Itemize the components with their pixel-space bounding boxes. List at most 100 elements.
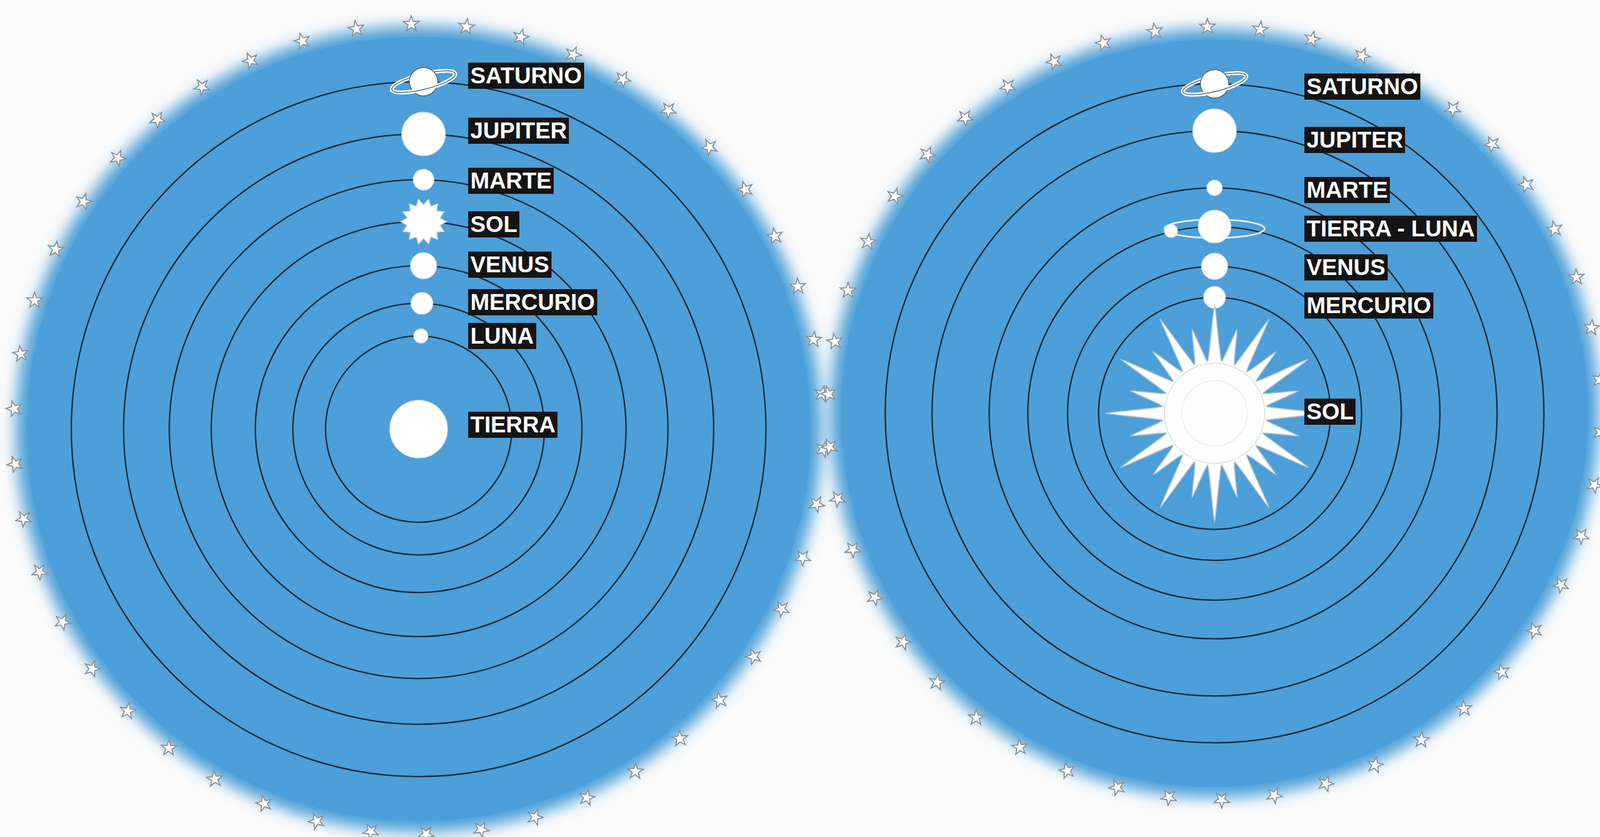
fixed-star — [829, 491, 845, 507]
sun-symbol — [400, 199, 447, 244]
sun-symbol — [1164, 363, 1265, 464]
fixed-star — [968, 709, 985, 725]
fixed-star — [1568, 268, 1585, 285]
planet-label: JUPITER — [1304, 126, 1406, 153]
fixed-star — [15, 511, 32, 527]
planet — [1206, 180, 1223, 196]
fixed-star — [293, 33, 309, 49]
fixed-star — [867, 590, 883, 606]
sky-disk — [830, 28, 1599, 798]
fixed-star — [887, 188, 903, 205]
fixed-star — [1546, 221, 1562, 237]
fixed-star — [1095, 35, 1111, 52]
orbit — [885, 83, 1544, 743]
planet-label: MARTE — [468, 167, 554, 194]
fixed-star — [418, 827, 434, 837]
fixed-star — [76, 193, 92, 210]
fixed-star — [806, 330, 822, 347]
fixed-star — [1058, 762, 1075, 778]
fixed-star — [242, 52, 258, 69]
planet — [411, 292, 433, 315]
fixed-star — [820, 385, 836, 402]
fixed-star — [255, 795, 272, 811]
fixed-star — [766, 228, 782, 244]
orbit — [211, 221, 627, 637]
planet-label: JUPITER — [468, 117, 569, 144]
fixed-star — [120, 702, 136, 719]
orbit — [989, 187, 1440, 639]
fixed-star — [566, 46, 582, 63]
sky-disk — [15, 26, 822, 832]
planet-label: SATURNO — [468, 62, 585, 89]
fixed-star — [458, 18, 475, 34]
fixed-star — [860, 233, 876, 249]
fixed-star — [347, 20, 364, 36]
fixed-star — [579, 789, 596, 805]
fixed-star — [1304, 31, 1321, 47]
fixed-star — [1493, 663, 1510, 679]
fixed-star — [1319, 775, 1334, 792]
planet — [389, 400, 448, 458]
fixed-star — [48, 241, 64, 257]
sun-symbol — [1105, 304, 1324, 523]
fixed-star — [773, 601, 789, 617]
fixed-star — [789, 278, 806, 294]
fixed-star — [85, 660, 101, 677]
fixed-star — [711, 691, 727, 708]
fixed-star — [671, 730, 688, 746]
fixed-star — [1160, 789, 1176, 806]
fixed-star — [1594, 424, 1600, 440]
orbit — [71, 81, 766, 777]
planet — [1192, 108, 1237, 153]
fixed-star — [844, 542, 861, 558]
fixed-star — [627, 763, 643, 779]
orbit — [123, 133, 714, 725]
geocentric-model — [5, 15, 832, 837]
fixed-star — [7, 456, 23, 472]
fixed-star — [929, 673, 946, 690]
fixed-star — [1586, 477, 1600, 494]
planet-label: VENUS — [468, 251, 552, 278]
orbit — [169, 179, 668, 679]
sky-disk — [841, 39, 1589, 787]
planet-label: MARTE — [1304, 176, 1390, 203]
fixed-star — [1108, 779, 1125, 795]
sun-symbol — [1181, 380, 1248, 446]
fixed-star — [528, 808, 543, 825]
fixed-star — [206, 770, 222, 787]
fixed-star — [308, 813, 324, 829]
planet — [1164, 224, 1178, 238]
planet-label: SOL — [1304, 398, 1356, 425]
fixed-star — [161, 739, 177, 755]
fixed-star — [1000, 80, 1016, 96]
fixed-star — [12, 345, 28, 361]
orbit — [1098, 297, 1331, 530]
fixed-star — [1266, 787, 1283, 803]
planet-label: MERCURIO — [1304, 292, 1434, 318]
fixed-star — [821, 439, 837, 455]
planet — [410, 252, 437, 279]
planet-label: SATURNO — [1304, 73, 1421, 100]
fixed-star — [1444, 102, 1461, 118]
fixed-star — [513, 29, 530, 45]
fixed-star — [660, 103, 677, 119]
fixed-star — [32, 564, 48, 580]
saturn-symbol — [388, 59, 459, 103]
fixed-star — [26, 292, 43, 308]
fixed-star — [1592, 371, 1600, 388]
fixed-star — [794, 550, 811, 566]
fixed-star — [55, 614, 71, 630]
fixed-star — [920, 146, 936, 163]
planet-label: TIERRA — [468, 411, 558, 438]
fixed-star — [149, 112, 165, 128]
fixed-star — [1199, 18, 1216, 34]
planet — [413, 328, 428, 343]
fixed-star — [5, 400, 22, 416]
fixed-star — [1456, 700, 1472, 716]
heliocentric-model — [820, 18, 1600, 808]
fixed-star — [1368, 756, 1384, 772]
planet — [1198, 210, 1231, 243]
sky-disk — [26, 37, 811, 821]
